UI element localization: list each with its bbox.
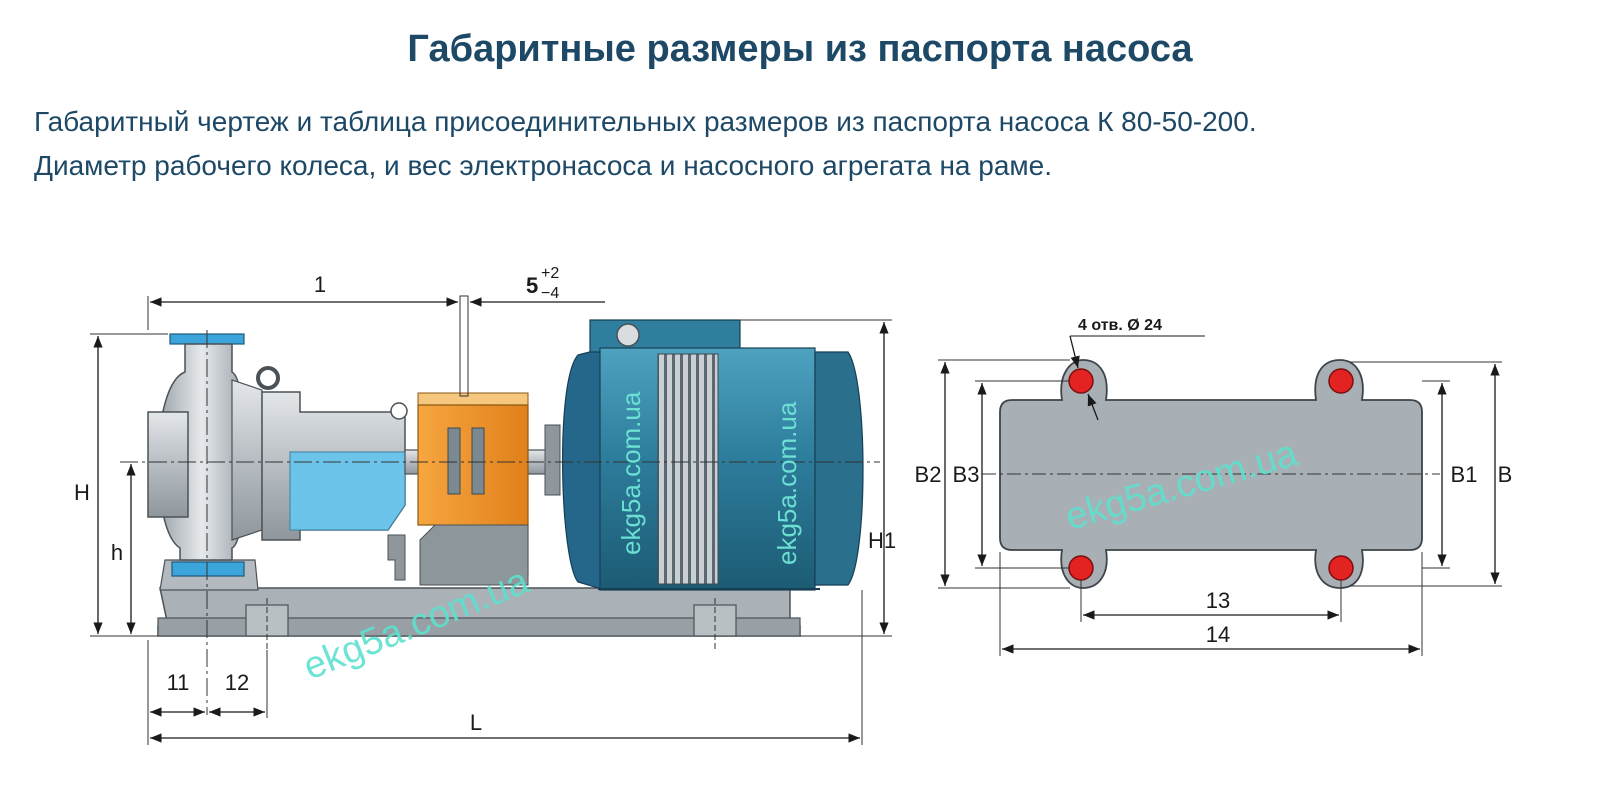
dim-H-label: H [74, 480, 90, 505]
mounting-hole [1068, 555, 1094, 581]
description-line-2: Диаметр рабочего колеса, и вес электрона… [34, 150, 1053, 181]
description: Габаритный чертеж и таблица присоедините… [34, 100, 1257, 188]
side-view: 1 5 +2 −4 H h H1 11 12 L [74, 265, 896, 745]
holes-callout: 4 отв. Ø 24 [1078, 317, 1162, 334]
dim-14-label: 14 [1206, 622, 1230, 647]
dim-5-lower-tolerance: −4 [541, 285, 559, 302]
mounting-hole [1068, 368, 1094, 394]
dim-5-upper-tolerance: +2 [541, 265, 559, 282]
pump-casing [147, 333, 263, 577]
dim-5-label: 5 [526, 273, 538, 298]
watermark: ekg5a.com.ua [616, 391, 646, 555]
dim-13-label: 13 [1206, 588, 1230, 613]
dim-12-label: 12 [225, 670, 249, 695]
dim-B3-label: B3 [953, 462, 980, 487]
dim-B-label: B [1498, 462, 1513, 487]
dim-L-label: L [470, 710, 482, 735]
dim-B1-label: B1 [1451, 462, 1478, 487]
dim-1-label: 1 [314, 272, 326, 297]
bearing-housing [256, 366, 408, 581]
mounting-hole [1328, 368, 1354, 394]
page-title: Габаритные размеры из паспорта насоса [407, 28, 1193, 70]
watermark: ekg5a.com.ua [772, 401, 802, 565]
coupling-guard [417, 295, 529, 586]
description-line-1: Габаритный чертеж и таблица присоедините… [34, 106, 1257, 137]
electric-motor [544, 319, 864, 591]
mounting-hole [1328, 555, 1354, 581]
plan-view: 4 отв. Ø 24 B2 B3 B1 B 13 14 [915, 317, 1513, 656]
dim-h-label: h [111, 540, 123, 565]
dim-11-label: 11 [167, 670, 190, 695]
dim-H1-label: H1 [868, 528, 896, 553]
dim-B2-label: B2 [915, 462, 942, 487]
